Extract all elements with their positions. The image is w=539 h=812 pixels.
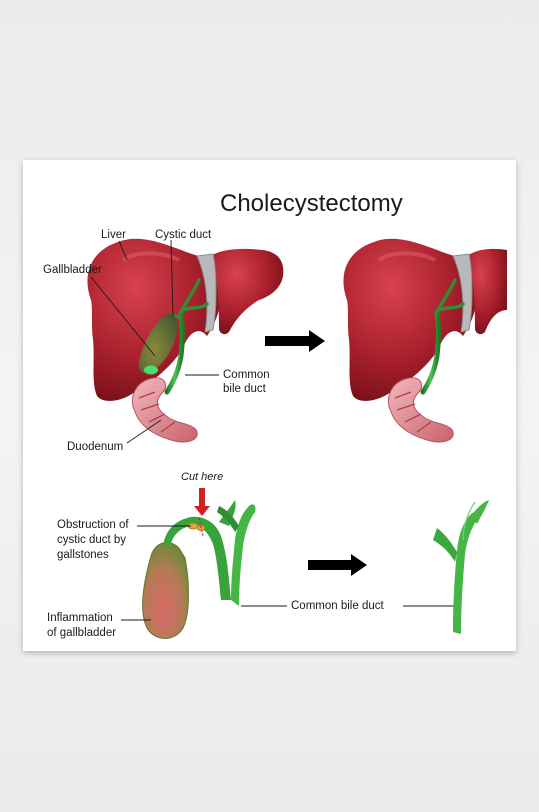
top-label-lines bbox=[90, 239, 219, 444]
common-bile-duct-label-line2: bile duct bbox=[223, 383, 267, 395]
cystic-duct-label: Cystic duct bbox=[155, 229, 212, 241]
liver-label: Liver bbox=[101, 229, 126, 241]
duodenum-label: Duodenum bbox=[67, 441, 123, 453]
obstruction-label-line3: gallstones bbox=[57, 549, 109, 561]
arrow-right-icon bbox=[308, 554, 367, 576]
bottom-label-lines bbox=[121, 525, 455, 621]
obstruction-label-line2: cystic duct by bbox=[57, 534, 126, 546]
bile-ducts-before bbox=[162, 278, 209, 395]
page-title: Cholecystectomy bbox=[220, 190, 403, 217]
arrow-right-icon bbox=[265, 330, 325, 352]
obstruction-label-line1: Obstruction of bbox=[57, 519, 129, 531]
cut-here-label: Cut here bbox=[181, 471, 223, 483]
diagram-card: Cholecystectomy Liver Cystic duct Gallbl… bbox=[23, 160, 516, 651]
inflammation-label-line2: of gallbladder bbox=[47, 627, 116, 639]
bile-ducts-after bbox=[420, 278, 465, 395]
gallbladder-before bbox=[138, 313, 178, 375]
cut-line bbox=[198, 517, 204, 537]
common-bile-duct-label-line1: Common bbox=[223, 369, 270, 381]
cut-arrow-icon bbox=[194, 488, 210, 516]
gallbladder-label: Gallbladder bbox=[43, 264, 102, 276]
gallbladder-detail bbox=[142, 500, 256, 639]
common-bile-duct-label: Common bile duct bbox=[291, 600, 384, 612]
inflammation-label-line1: Inflammation bbox=[47, 612, 113, 624]
liver-after bbox=[343, 238, 507, 401]
cholecystectomy-diagram: Cholecystectomy Liver Cystic duct Gallbl… bbox=[43, 190, 507, 639]
liver-before bbox=[87, 238, 284, 401]
bile-duct-after bbox=[433, 500, 489, 634]
duodenum-after bbox=[387, 377, 454, 443]
duodenum-before bbox=[131, 377, 198, 443]
